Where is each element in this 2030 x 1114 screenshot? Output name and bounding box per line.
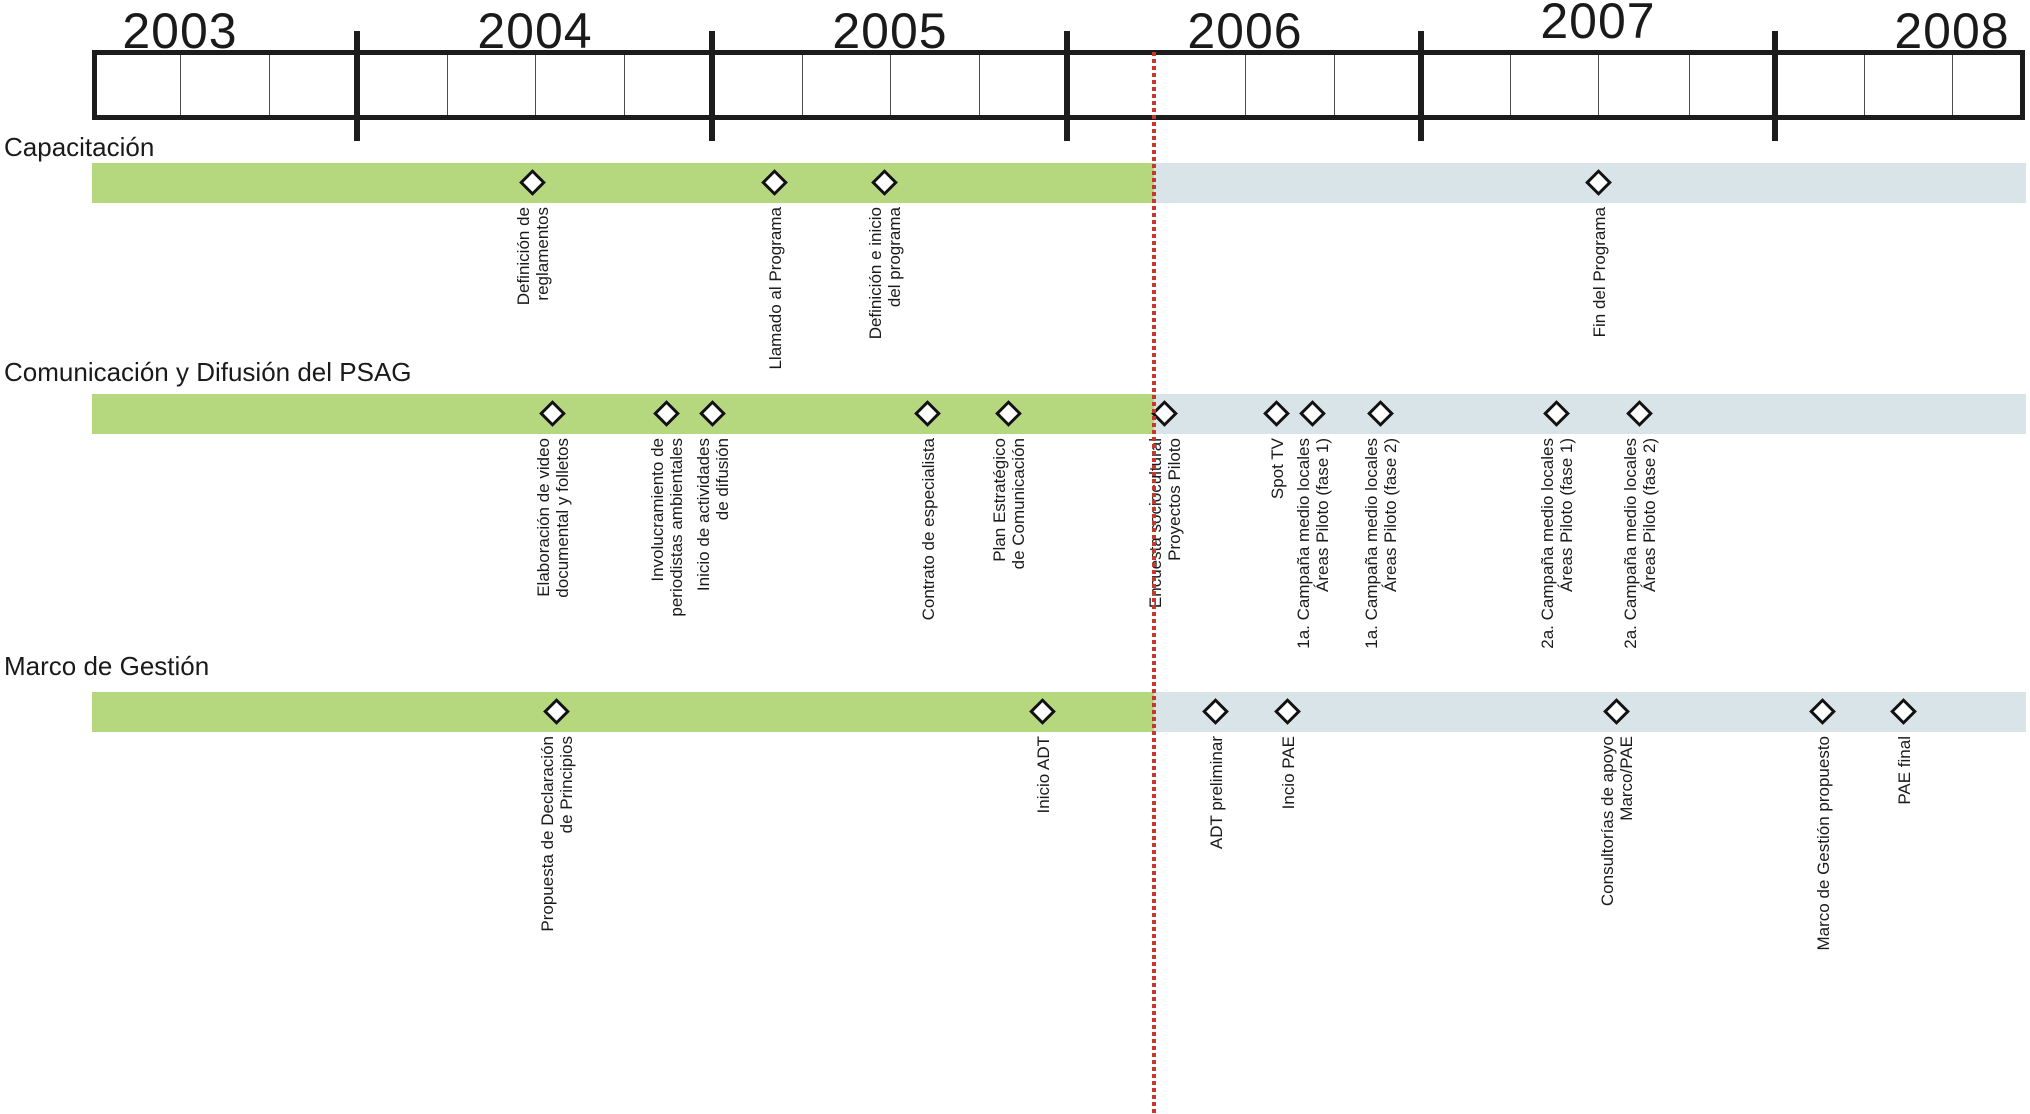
quarter-line bbox=[1334, 55, 1335, 115]
year-label-2004: 2004 bbox=[477, 3, 593, 59]
milestone-label: Incio PAE bbox=[1278, 736, 1298, 810]
quarter-line bbox=[1510, 55, 1511, 115]
year-divider bbox=[1772, 31, 1778, 141]
year-label-2006: 2006 bbox=[1187, 3, 1303, 59]
quarter-line bbox=[535, 55, 536, 115]
quarter-ruler bbox=[92, 50, 2025, 120]
quarter-line bbox=[269, 55, 270, 115]
quarter-line bbox=[447, 55, 448, 115]
year-label-2008: 2008 bbox=[1894, 3, 2010, 59]
quarter-line bbox=[1245, 55, 1246, 115]
quarter-line bbox=[1598, 55, 1599, 115]
year-divider bbox=[709, 31, 715, 141]
year-divider bbox=[1064, 31, 1070, 141]
today-line bbox=[1152, 52, 1156, 1114]
milestone-label: Inicio ADT bbox=[1033, 736, 1053, 814]
track-title-1: Capacitación bbox=[4, 132, 155, 162]
track-bar-completed bbox=[92, 394, 1154, 434]
quarter-line bbox=[1864, 55, 1865, 115]
quarter-line bbox=[1689, 55, 1690, 115]
year-divider bbox=[354, 31, 360, 141]
milestone-label: Fin del Programa bbox=[1589, 207, 1609, 338]
milestone-label: PAE final bbox=[1894, 736, 1914, 805]
track-title-3: Marco de Gestión bbox=[4, 651, 210, 681]
year-label-2003: 2003 bbox=[122, 3, 238, 59]
year-label-2005: 2005 bbox=[832, 3, 948, 59]
milestone-label: ADT preliminar bbox=[1206, 736, 1226, 850]
milestone-label: Spot TV bbox=[1267, 438, 1287, 500]
quarter-line bbox=[624, 55, 625, 115]
track-bar-completed bbox=[92, 692, 1154, 732]
track-title-2: Comunicación y Difusión del PSAG bbox=[4, 357, 412, 387]
milestone-label: Contrato de especialista bbox=[918, 438, 938, 621]
quarter-line bbox=[890, 55, 891, 115]
milestone-label: Marco de Gestión propuesto bbox=[1813, 736, 1833, 951]
quarter-line bbox=[979, 55, 980, 115]
quarter-line bbox=[180, 55, 181, 115]
year-label-2007: 2007 bbox=[1540, 0, 1656, 49]
quarter-line bbox=[802, 55, 803, 115]
year-divider bbox=[1418, 31, 1424, 141]
quarter-line bbox=[1952, 55, 1953, 115]
milestone-label: Llamado al Programa bbox=[765, 207, 785, 370]
track-bar-completed bbox=[92, 163, 1154, 203]
